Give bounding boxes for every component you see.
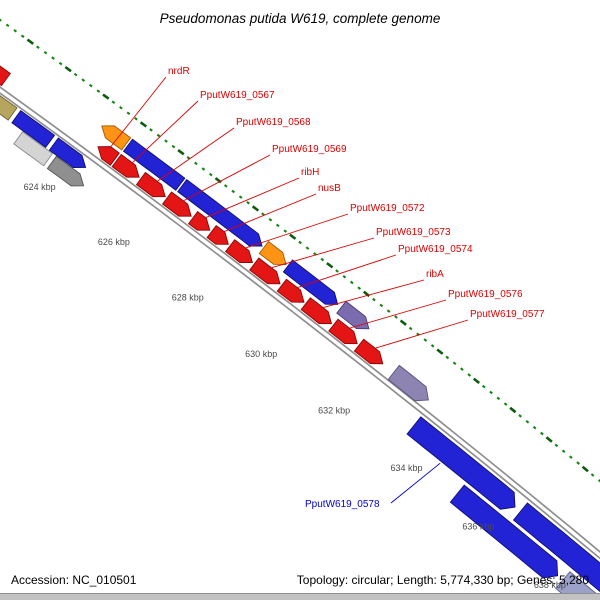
- gene-orange-6[interactable]: [101, 125, 132, 151]
- gene-blue-10[interactable]: [282, 259, 339, 305]
- feature-label-PputW619_0578[interactable]: PputW619_0578: [305, 499, 380, 510]
- feature-label-PputW619_0576[interactable]: PputW619_0576: [448, 289, 523, 300]
- feature-label-PputW619_0574[interactable]: PputW619_0574: [398, 244, 473, 255]
- leader-line: [271, 237, 375, 269]
- map-title: Pseudomonas putida W619, complete genome: [159, 11, 441, 26]
- gene-PputW619_0569[interactable]: [161, 191, 192, 217]
- feature-label-PputW619_0573[interactable]: PputW619_0573: [376, 227, 451, 238]
- status-accession: Accession: NC_010501: [11, 573, 137, 587]
- gene-PputW619_0576[interactable]: [328, 318, 358, 345]
- gene-slate-24[interactable]: [387, 364, 429, 402]
- feature-label-PputW619_0577[interactable]: PputW619_0577: [470, 309, 545, 320]
- feature-label-PputW619_0572[interactable]: PputW619_0572: [350, 203, 425, 214]
- gene-blue-2[interactable]: [11, 109, 56, 149]
- gene-PputW619_0574[interactable]: [276, 278, 305, 303]
- scale-label-632: 632 kbp: [318, 406, 350, 416]
- gene-ltgray-4[interactable]: [13, 131, 54, 167]
- gene-purple-11[interactable]: [336, 300, 370, 330]
- leader-line: [390, 462, 441, 504]
- gene-PputW619_0572[interactable]: [224, 239, 253, 264]
- leader-line: [245, 213, 349, 249]
- feature-label-PputW619_0569[interactable]: PputW619_0569: [272, 144, 347, 155]
- status-bar: Accession: NC_010501 Topology: circular;…: [0, 573, 600, 587]
- feature-label-PputW619_0567[interactable]: PputW619_0567: [200, 90, 275, 101]
- feature-label-nusB[interactable]: nusB: [318, 183, 341, 194]
- gene-PputW619_0567[interactable]: [111, 153, 140, 178]
- gene-dkgray-5[interactable]: [46, 155, 85, 187]
- leader-line: [205, 177, 300, 218]
- gene-PputW619_0568[interactable]: [135, 171, 166, 198]
- gene-PputW619_0573[interactable]: [249, 257, 281, 285]
- gene-blue-26[interactable]: [512, 502, 600, 593]
- gene-blue-27[interactable]: [449, 484, 559, 579]
- leader-line: [157, 127, 235, 182]
- scale-label-628: 628 kbp: [172, 293, 204, 303]
- scale-label-634: 634 kbp: [390, 463, 422, 473]
- leader-line: [349, 299, 447, 329]
- gene-blue-7[interactable]: [122, 138, 186, 191]
- gene-bluegray-28[interactable]: [555, 571, 600, 600]
- gene-orange-9[interactable]: [258, 240, 287, 265]
- scale-label-630: 630 kbp: [245, 349, 277, 359]
- gene-blue-3[interactable]: [48, 137, 87, 168]
- leader-line: [183, 154, 271, 201]
- feature-label-ribH[interactable]: ribH: [301, 167, 319, 178]
- status-topology: Topology: circular; Length: 5,774,330 bp…: [296, 573, 589, 587]
- feature-label-ribA[interactable]: ribA: [426, 269, 444, 280]
- gene-nusB[interactable]: [206, 224, 229, 245]
- gene-PputW619_0577[interactable]: [353, 338, 384, 365]
- leader-line: [323, 279, 425, 308]
- scale-label-626: 626 kbp: [98, 237, 130, 247]
- scale-label-636: 636 kbp: [462, 521, 494, 531]
- scale-label-638: 638 kbp: [534, 580, 566, 590]
- gene-ribH[interactable]: [187, 210, 211, 231]
- gene-nrdR[interactable]: [97, 146, 120, 166]
- gene-red-0[interactable]: [0, 63, 11, 87]
- bottom-edge-bar: [0, 593, 600, 600]
- feature-label-nrdR[interactable]: nrdR: [168, 66, 190, 77]
- gene-ribA[interactable]: [300, 297, 333, 325]
- gene-khaki-1[interactable]: [0, 89, 18, 121]
- scale-label-624: 624 kbp: [24, 182, 56, 192]
- gene-PputW619_0578[interactable]: [406, 416, 516, 510]
- feature-label-PputW619_0568[interactable]: PputW619_0568: [236, 117, 311, 128]
- leader-line: [297, 254, 397, 288]
- gene-blue-8[interactable]: [177, 178, 263, 247]
- tick-marks: [0, 18, 600, 483]
- leader-line: [132, 100, 199, 163]
- leader-line: [375, 319, 469, 349]
- backbone-arc: [0, 85, 600, 560]
- leader-line: [110, 76, 167, 147]
- leader-line: [224, 193, 317, 232]
